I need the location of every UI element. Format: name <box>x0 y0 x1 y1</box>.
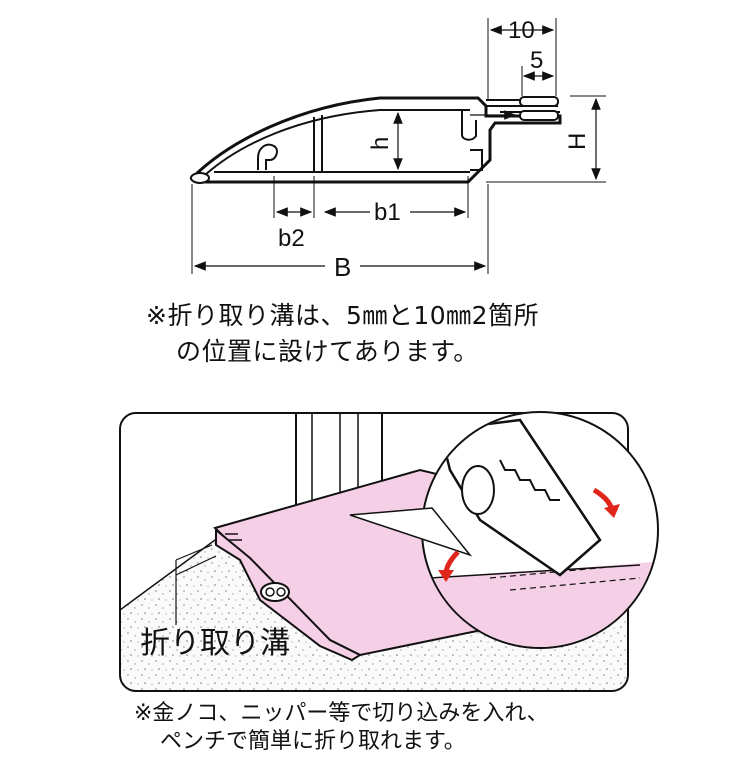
groove-note-line2: の位置に設けてあります。 <box>176 337 479 366</box>
dim-10-label: 10 <box>508 17 535 44</box>
dim-H-label: H <box>564 133 591 150</box>
dim-5-label: 5 <box>530 47 543 74</box>
cut-note-line2: ペンチで簡単に折り取れます。 <box>160 729 466 754</box>
dim-h-label: h <box>367 137 394 150</box>
groove-label: 折り取り溝 <box>140 626 290 661</box>
cut-note-line1: ※金ノコ、ニッパー等で切り込みを入れ、 <box>134 701 549 726</box>
cross-section-diagram: 10 5 H h b1 b2 B <box>189 17 606 282</box>
dim-b2-label: b2 <box>278 225 305 252</box>
dim-b1-label: b1 <box>374 199 401 226</box>
molding-profile <box>189 96 562 184</box>
groove-note-line1: ※折り取り溝は、5㎜と10㎜2箇所 <box>146 301 540 330</box>
dim-B-label: B <box>334 252 351 282</box>
molding-end-face <box>215 527 363 662</box>
